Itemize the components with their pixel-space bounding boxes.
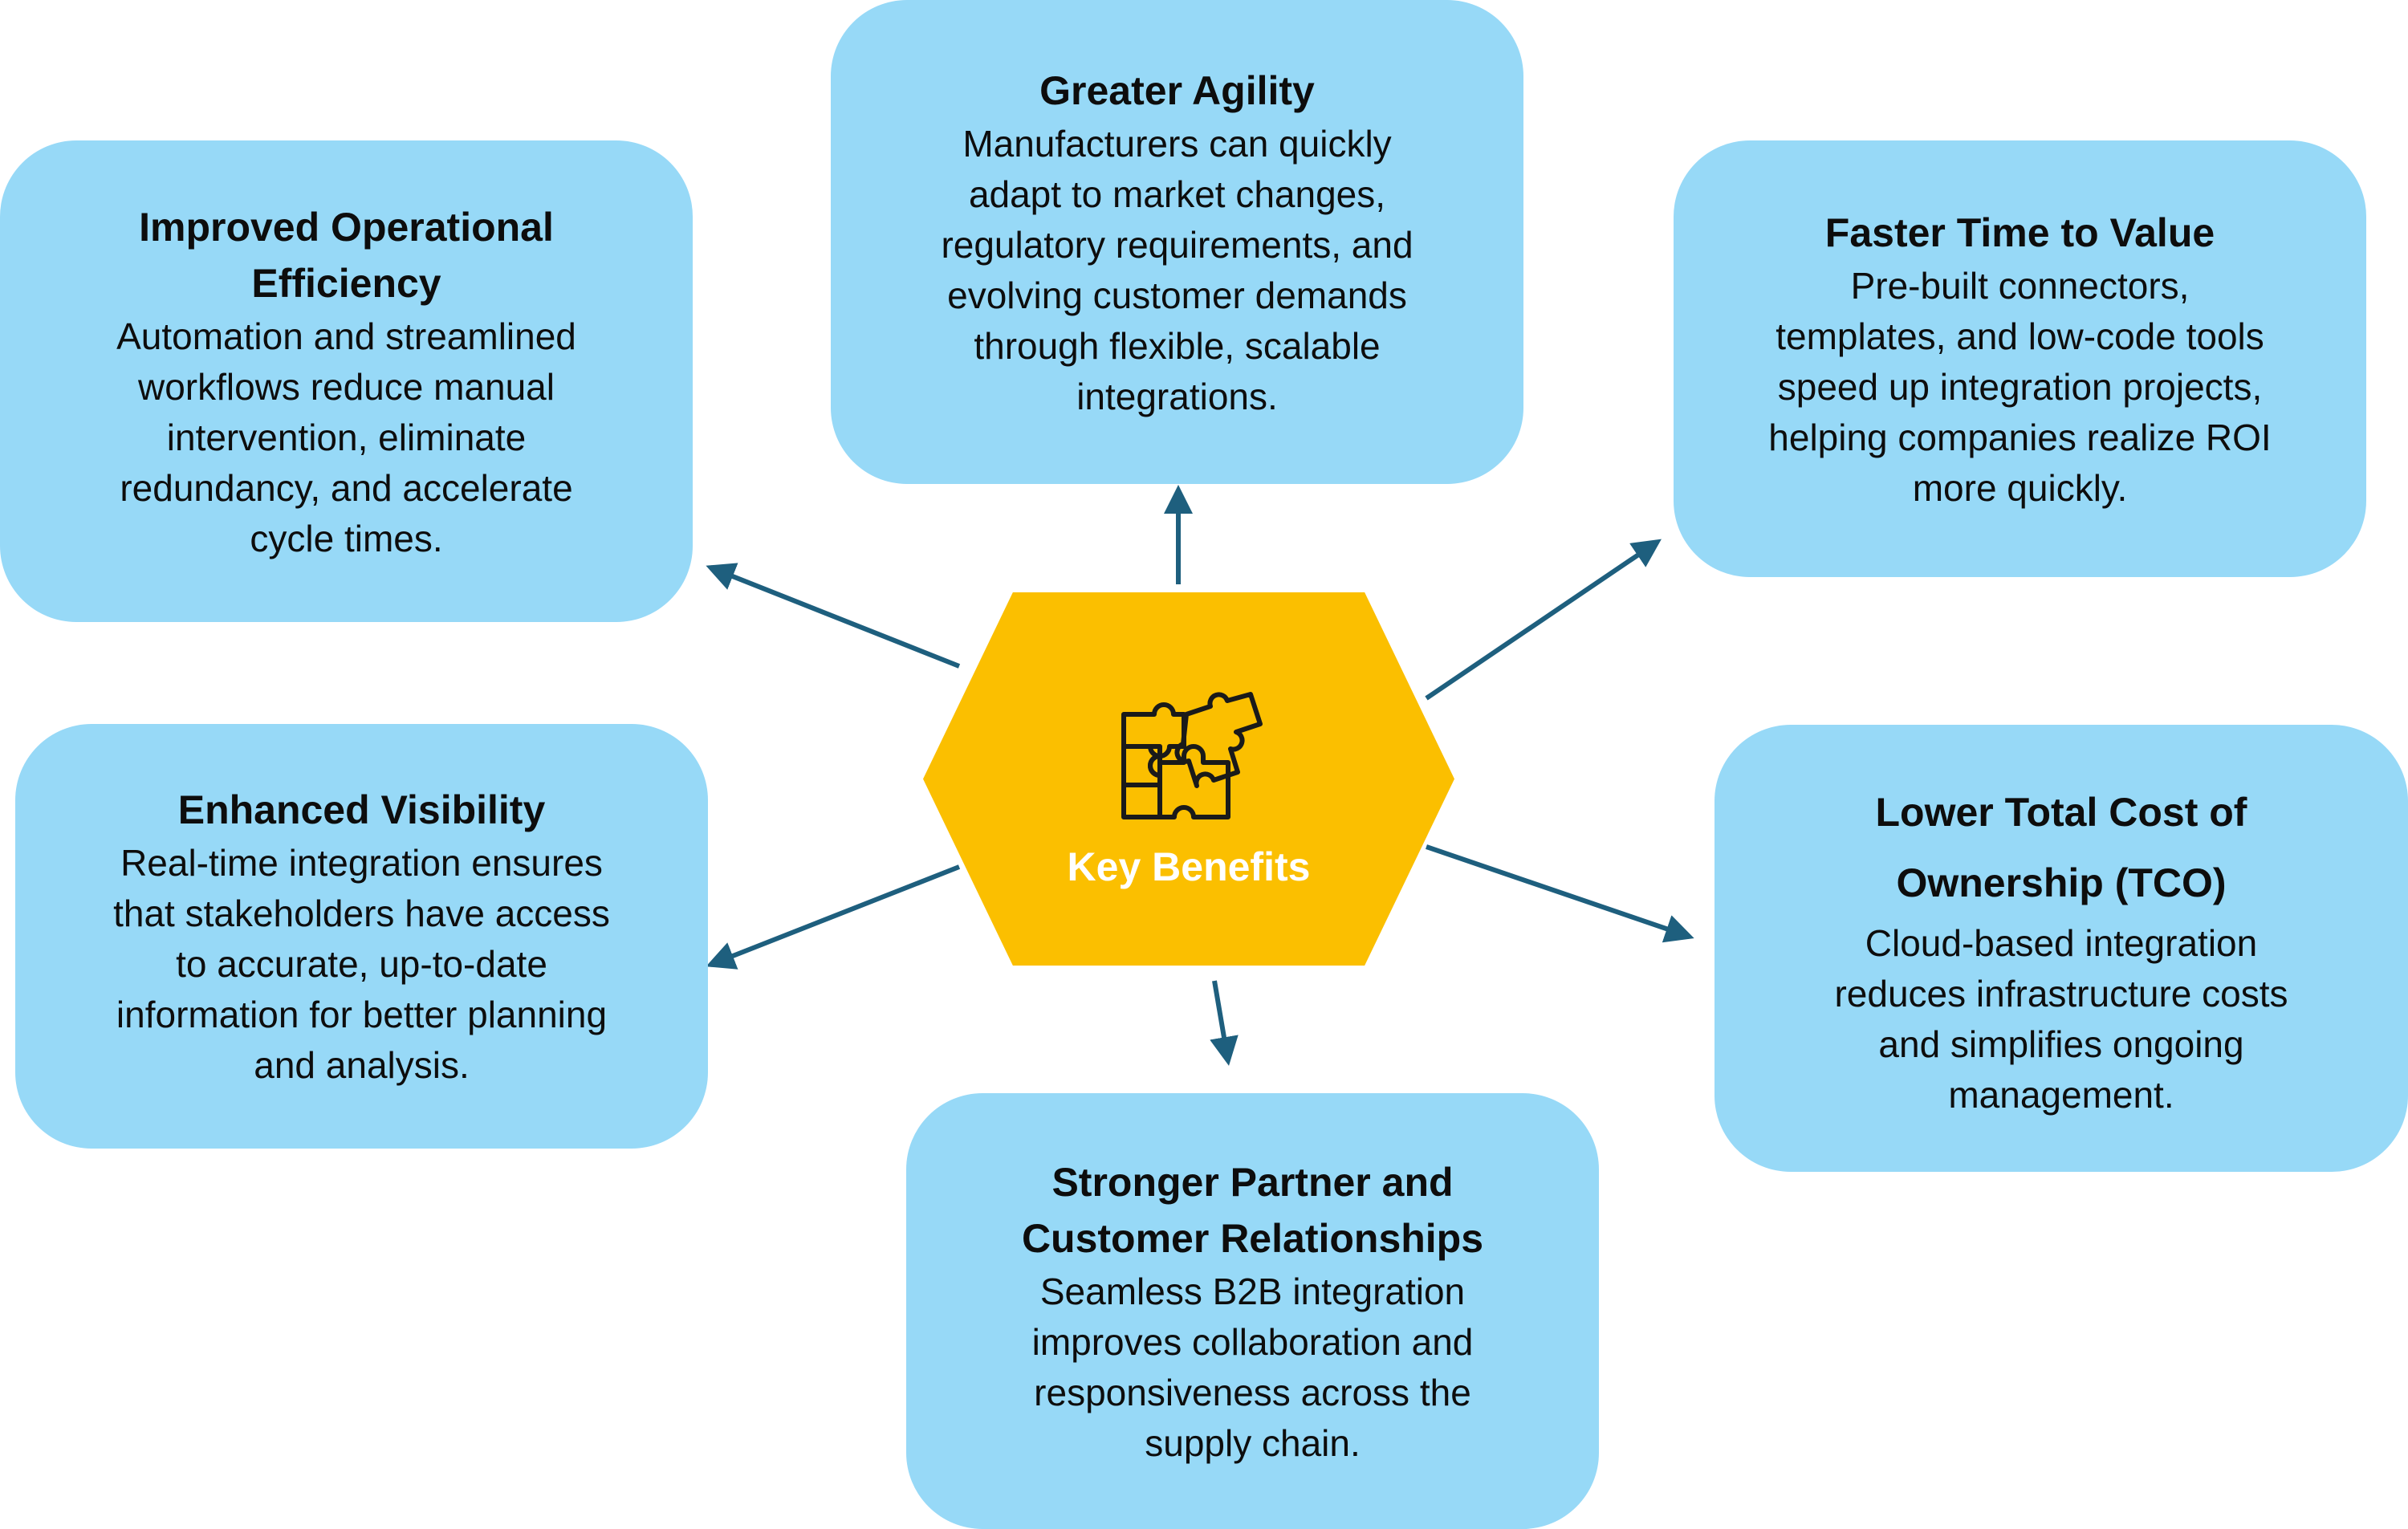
arrow-to-operational-efficiency [706, 563, 961, 669]
benefit-faster-time-to-value: Faster Time to Value Pre-built connector… [1674, 140, 2366, 577]
benefit-operational-efficiency: Improved Operational Efficiency Automati… [0, 140, 693, 622]
benefit-lower-tco: Lower Total Cost of Ownership (TCO) Clou… [1714, 725, 2408, 1172]
benefit-description: Real-time integration ensures that stake… [113, 842, 610, 1086]
arrow-to-faster-time-to-value [1425, 539, 1662, 701]
benefit-description: Pre-built connectors, templates, and low… [1768, 264, 2272, 509]
benefit-title: Greater Agility [1039, 67, 1315, 113]
benefit-description: Cloud-based integration reduces infrastr… [1834, 921, 2288, 1116]
key-benefits-hub [923, 592, 1454, 966]
benefit-title: Lower Total Cost of Ownership (TCO) [1875, 789, 2247, 905]
benefit-greater-agility: Greater Agility Manufacturers can quickl… [831, 0, 1523, 484]
benefit-title: Faster Time to Value [1824, 209, 2215, 255]
benefit-partner-relationships: Stronger Partner and Customer Relationsh… [906, 1093, 1599, 1529]
connector-lines [706, 485, 1694, 1066]
hub-label: Key Benefits [1067, 844, 1311, 889]
arrow-to-enhanced-visibility [706, 864, 961, 970]
benefit-title: Improved Operational Efficiency [139, 204, 554, 306]
arrow-to-lower-tco [1426, 844, 1694, 943]
benefit-description: Automation and streamlined workflows red… [116, 315, 576, 559]
puzzle-pieces-icon [1121, 692, 1263, 819]
benefit-title: Enhanced Visibility [177, 787, 546, 832]
benefit-enhanced-visibility: Enhanced Visibility Real-time integratio… [15, 724, 708, 1149]
arrow-to-partner-relationships [1210, 980, 1239, 1066]
benefit-title: Stronger Partner and Customer Relationsh… [1021, 1159, 1484, 1261]
benefit-description: Seamless B2B integration improves collab… [1031, 1270, 1474, 1464]
benefit-description: Manufacturers can quickly adapt to marke… [941, 122, 1413, 417]
